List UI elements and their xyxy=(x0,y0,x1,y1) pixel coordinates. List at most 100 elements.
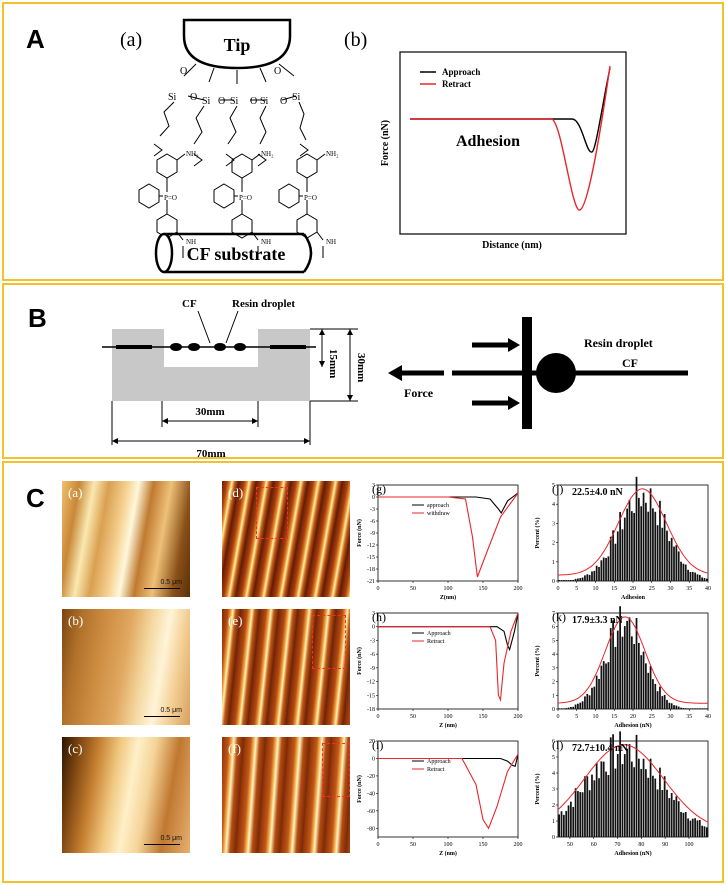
histogram-bar xyxy=(614,768,617,837)
histogram-bar xyxy=(600,560,603,581)
x-tick-label: 15 xyxy=(611,586,617,592)
panel-c-letter: C xyxy=(26,483,45,513)
histogram-bar xyxy=(577,578,579,581)
histogram-bar xyxy=(579,792,582,837)
histogram-bar xyxy=(586,574,589,581)
histogram-bar xyxy=(570,579,572,581)
series-line-approach xyxy=(378,492,519,515)
histogram-bar xyxy=(673,800,675,837)
histogram-bar xyxy=(701,825,704,837)
mean-annotation: 17.9±3.3 nN xyxy=(572,615,624,626)
histogram-bar xyxy=(635,617,638,709)
histogram-bar xyxy=(659,686,661,709)
substrate-label: CF substrate xyxy=(187,244,286,264)
force-label: Force xyxy=(404,386,434,400)
sub-label-b: (b) xyxy=(344,29,367,51)
histogram-bar xyxy=(614,543,617,581)
y-tick-label: 6 xyxy=(552,739,555,745)
histogram-bar xyxy=(600,665,603,709)
x-axis-label: Z(nm) xyxy=(440,594,456,601)
legend-label: withdraw xyxy=(427,511,450,517)
histogram-bar xyxy=(567,707,570,709)
y-tick-label: -6 xyxy=(370,652,375,658)
y-tick-label: -3 xyxy=(370,507,375,513)
gaussian-fit-curve xyxy=(557,488,709,576)
histogram-bar xyxy=(673,705,675,709)
svg-text:Si: Si xyxy=(168,92,177,103)
histogram-bar xyxy=(675,705,678,709)
cf-label-2: CF xyxy=(622,356,638,370)
histogram-bar xyxy=(654,683,657,709)
mold-body xyxy=(112,329,310,401)
histogram-bar xyxy=(591,687,593,709)
histogram-bar xyxy=(633,767,636,837)
afm-adhesion-f: (f) xyxy=(222,737,350,853)
histogram-bar xyxy=(591,571,593,581)
histogram-bar xyxy=(691,708,694,709)
histogram-bar xyxy=(577,791,579,837)
histogram-bar xyxy=(670,537,673,581)
svg-text:O: O xyxy=(274,66,281,77)
histogram-bar xyxy=(593,570,596,581)
y-tick-label: 3 xyxy=(372,611,375,617)
y-axis-label: Force (nN) xyxy=(356,519,363,547)
histogram-bar xyxy=(567,805,570,837)
histogram-bar xyxy=(677,801,680,837)
histogram-bar xyxy=(663,776,666,837)
y-axis-label: Force (nN) xyxy=(356,647,363,675)
histogram-bar xyxy=(668,798,671,837)
histogram-bar xyxy=(670,793,673,837)
series-line-approach xyxy=(378,753,519,768)
y-tick-label: -18 xyxy=(367,707,375,713)
panel-a-letter: A xyxy=(26,24,45,54)
histogram-bar xyxy=(645,502,647,581)
legend-label: Retract xyxy=(427,639,445,645)
x-tick-label: 100 xyxy=(444,842,453,848)
y-tick-label: -60 xyxy=(367,809,375,815)
histogram-bar xyxy=(565,708,568,709)
legend-label: approach xyxy=(427,503,449,509)
histogram-bar xyxy=(645,663,647,709)
svg-text:NH: NH xyxy=(326,238,336,246)
x-tick-label: 50 xyxy=(410,714,416,720)
histogram-bar xyxy=(668,702,671,709)
histogram-bar xyxy=(616,531,619,581)
x-tick-label: 10 xyxy=(593,714,599,720)
histogram-bar xyxy=(677,551,680,581)
y-tick-label: -80 xyxy=(367,826,375,832)
svg-text:Si: Si xyxy=(202,96,211,107)
x-tick-label: 150 xyxy=(479,842,488,848)
histogram-bar xyxy=(698,820,701,837)
y-tick-label: -15 xyxy=(367,555,375,561)
histogram-bar xyxy=(694,708,696,709)
histogram-bar xyxy=(689,820,692,837)
y-tick-label: 0 xyxy=(372,625,375,631)
histogram-bar xyxy=(574,704,577,709)
histogram-bar xyxy=(663,514,666,581)
x-tick-label: 60 xyxy=(591,842,597,848)
histogram-bar xyxy=(635,476,638,581)
tip-label: Tip xyxy=(224,35,251,55)
panel-b-letter: B xyxy=(28,303,47,333)
y-tick-label: 1 xyxy=(552,819,555,825)
sub-label-a: (a) xyxy=(120,29,142,51)
y-tick-label: -40 xyxy=(367,791,375,797)
panel-b: B CF Resin droplet 15mm 30mm 30mm 70mm xyxy=(2,283,724,459)
histogram-bar xyxy=(581,701,584,709)
series-line-retract xyxy=(378,612,519,702)
svg-text:O: O xyxy=(190,92,197,103)
x-tick-label: 25 xyxy=(649,714,655,720)
histogram-bar xyxy=(581,792,584,837)
gaussian-fit-curve xyxy=(557,744,709,823)
legend-label: Approach xyxy=(427,631,451,637)
histogram-bar xyxy=(616,754,619,837)
x-tick-label: 100 xyxy=(444,586,453,592)
histogram-bar xyxy=(579,702,582,709)
x-tick-label: 0 xyxy=(557,586,560,592)
y-tick-label: 4 xyxy=(552,771,555,777)
histogram-bar xyxy=(562,814,565,837)
histogram-bar xyxy=(637,497,640,581)
svg-text:Si: Si xyxy=(260,96,269,107)
x-tick-label: 35 xyxy=(686,714,692,720)
